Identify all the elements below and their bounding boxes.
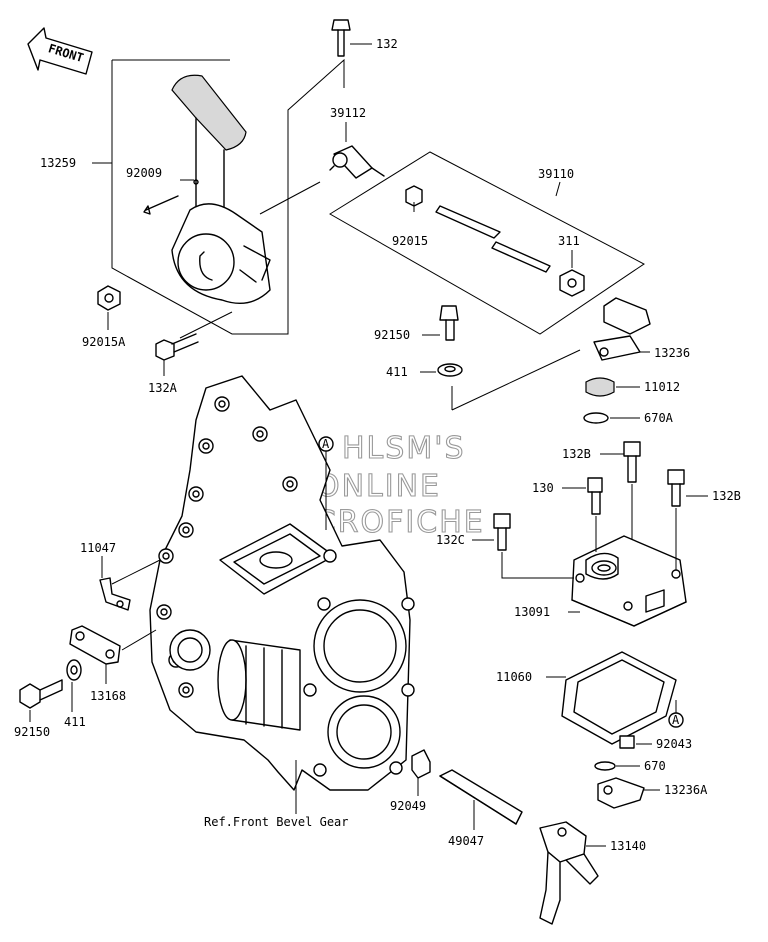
label-92049: 92049 — [390, 799, 426, 813]
label-132B-right: 132B — [712, 489, 741, 503]
clip-11047 — [99, 559, 161, 611]
label-11060: 11060 — [496, 670, 532, 684]
label-11047: 11047 — [80, 541, 116, 555]
label-670: 670 — [644, 759, 666, 773]
ref-note: Ref.Front Bevel Gear — [204, 815, 349, 829]
case-callout-letter: A — [322, 437, 330, 451]
leader-lines — [29, 43, 708, 847]
front-arrow: FRONT — [27, 27, 93, 75]
label-13236A: 13236A — [664, 783, 708, 797]
label-132C: 132C — [436, 533, 465, 547]
label-92015A: 92015A — [82, 335, 126, 349]
part-labels: 132 39112 13259 92009 39110 92015 311 92… — [14, 37, 741, 853]
cover-13091 — [493, 441, 687, 627]
label-13091: 13091 — [514, 605, 550, 619]
label-39110: 39110 — [538, 167, 574, 181]
watermark-line-1: HLSM'S — [342, 431, 466, 466]
label-132: 132 — [376, 37, 398, 51]
label-92009: 92009 — [126, 166, 162, 180]
label-411-bottom: 411 — [64, 715, 86, 729]
label-92150-bottom: 92150 — [14, 725, 50, 739]
gasket-callout-letter: A — [672, 713, 680, 727]
label-311: 311 — [558, 234, 580, 248]
label-13140: 13140 — [610, 839, 646, 853]
label-670A: 670A — [644, 411, 674, 425]
label-92043: 92043 — [656, 737, 692, 751]
label-39112: 39112 — [330, 106, 366, 120]
watermark-line-2: ONLINE — [316, 469, 441, 504]
label-92015: 92015 — [392, 234, 428, 248]
plate-13168 — [19, 625, 157, 709]
label-49047: 49047 — [448, 834, 484, 848]
label-13236: 13236 — [654, 346, 690, 360]
label-132A: 132A — [148, 381, 178, 395]
shift-lever-group — [92, 19, 351, 361]
gasket-11060: A — [561, 651, 684, 745]
gear-case: A — [149, 375, 415, 814]
shift-fork-parts — [411, 749, 599, 925]
label-411-top: 411 — [386, 365, 408, 379]
label-13168: 13168 — [90, 689, 126, 703]
label-92150-top: 92150 — [374, 328, 410, 342]
label-130: 130 — [532, 481, 554, 495]
rod-group — [259, 145, 651, 424]
label-13259: 13259 — [40, 156, 76, 170]
label-132B-left: 132B — [562, 447, 591, 461]
shift-arm-parts — [594, 735, 645, 809]
label-11012: 11012 — [644, 380, 680, 394]
